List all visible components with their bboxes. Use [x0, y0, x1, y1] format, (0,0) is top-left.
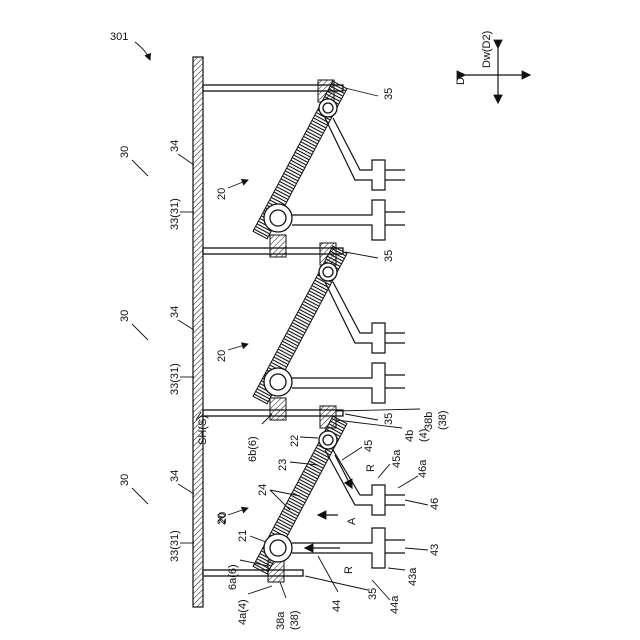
label-22: 22 [289, 435, 301, 447]
label-38b-paren: (38) [437, 410, 449, 430]
leader [305, 576, 368, 590]
leader [345, 414, 378, 420]
label-38b: 38b [423, 412, 435, 430]
label-6b: 6b(6) [247, 436, 259, 462]
label-20-detail: 20 [217, 512, 229, 524]
unit-label-top: 30 34 33(31) 20 [119, 140, 248, 230]
plate-number: 35 [383, 250, 395, 262]
leader [132, 488, 148, 504]
plate-number: 35 [383, 413, 395, 425]
figure-ref-label: 301 [110, 31, 128, 43]
direction-dv-label: Dv [455, 71, 467, 85]
leader [132, 324, 148, 340]
frame-number: 34 [169, 470, 181, 482]
unit-number: 30 [119, 474, 131, 486]
direction-indicator: Dv Dw(D2) [455, 31, 530, 103]
label-43: 43 [429, 544, 441, 556]
label-4b: 4b [404, 430, 416, 442]
module-number: 20 [216, 350, 228, 362]
leader [248, 586, 272, 594]
label-23: 23 [277, 459, 289, 471]
leader [228, 180, 248, 188]
leader [318, 556, 338, 592]
horizontal-arms [203, 85, 343, 576]
frame-number: 34 [169, 140, 181, 152]
module-number: 20 [216, 188, 228, 200]
label-44a: 44a [389, 595, 401, 614]
strut-number: 33(31) [169, 530, 181, 562]
direction-dw-label: Dw(D2) [481, 31, 493, 68]
plate-number: 35 [383, 88, 395, 100]
leader [398, 476, 418, 488]
strut-number: 33(31) [169, 363, 181, 395]
unit-number: 30 [119, 146, 131, 158]
leader [250, 536, 266, 542]
figure-ref-arrow [135, 42, 150, 60]
label-4a: 4a(4) [237, 599, 249, 625]
label-A: A [346, 517, 358, 525]
label-45a: 45a [391, 449, 403, 468]
leader [132, 160, 148, 176]
label-46a: 46a [417, 459, 429, 478]
leader [378, 464, 390, 478]
leader [178, 154, 194, 165]
leader [405, 548, 428, 550]
label-43a: 43a [407, 567, 419, 586]
leader [228, 508, 248, 515]
label-35-lower: 35 [367, 588, 379, 600]
label-6a: 6a(6) [227, 564, 239, 590]
leader [345, 252, 378, 258]
leader [178, 320, 194, 330]
leader [280, 582, 286, 598]
label-38a: 38a [275, 611, 287, 630]
leader [405, 500, 428, 505]
leader [336, 409, 420, 411]
leader [178, 484, 194, 494]
unit-number: 30 [119, 310, 131, 322]
label-38a-paren: (38) [289, 610, 301, 630]
coil-assembly-top [253, 81, 405, 240]
leader [345, 88, 378, 96]
label-21: 21 [237, 530, 249, 542]
unit-label-middle: 30 34 33(31) 20 [119, 306, 248, 395]
coil-assembly-bottom [253, 416, 405, 574]
coil-assembly-middle [253, 246, 405, 404]
label-4b-paren: (4) [418, 429, 430, 442]
leader [228, 344, 248, 350]
strut-number: 33(31) [169, 198, 181, 230]
shield-plate [193, 57, 203, 607]
label-45: 45 [363, 440, 375, 452]
label-R-lower: R [343, 566, 355, 574]
leader [342, 447, 362, 460]
frame-number: 34 [169, 306, 181, 318]
label-44: 44 [331, 600, 343, 612]
label-24: 24 [257, 484, 269, 496]
leader [300, 437, 318, 438]
leader [388, 568, 405, 570]
label-46: 46 [429, 498, 441, 510]
label-R-upper: R [365, 464, 377, 472]
shield-label: SH(S) [197, 415, 209, 445]
